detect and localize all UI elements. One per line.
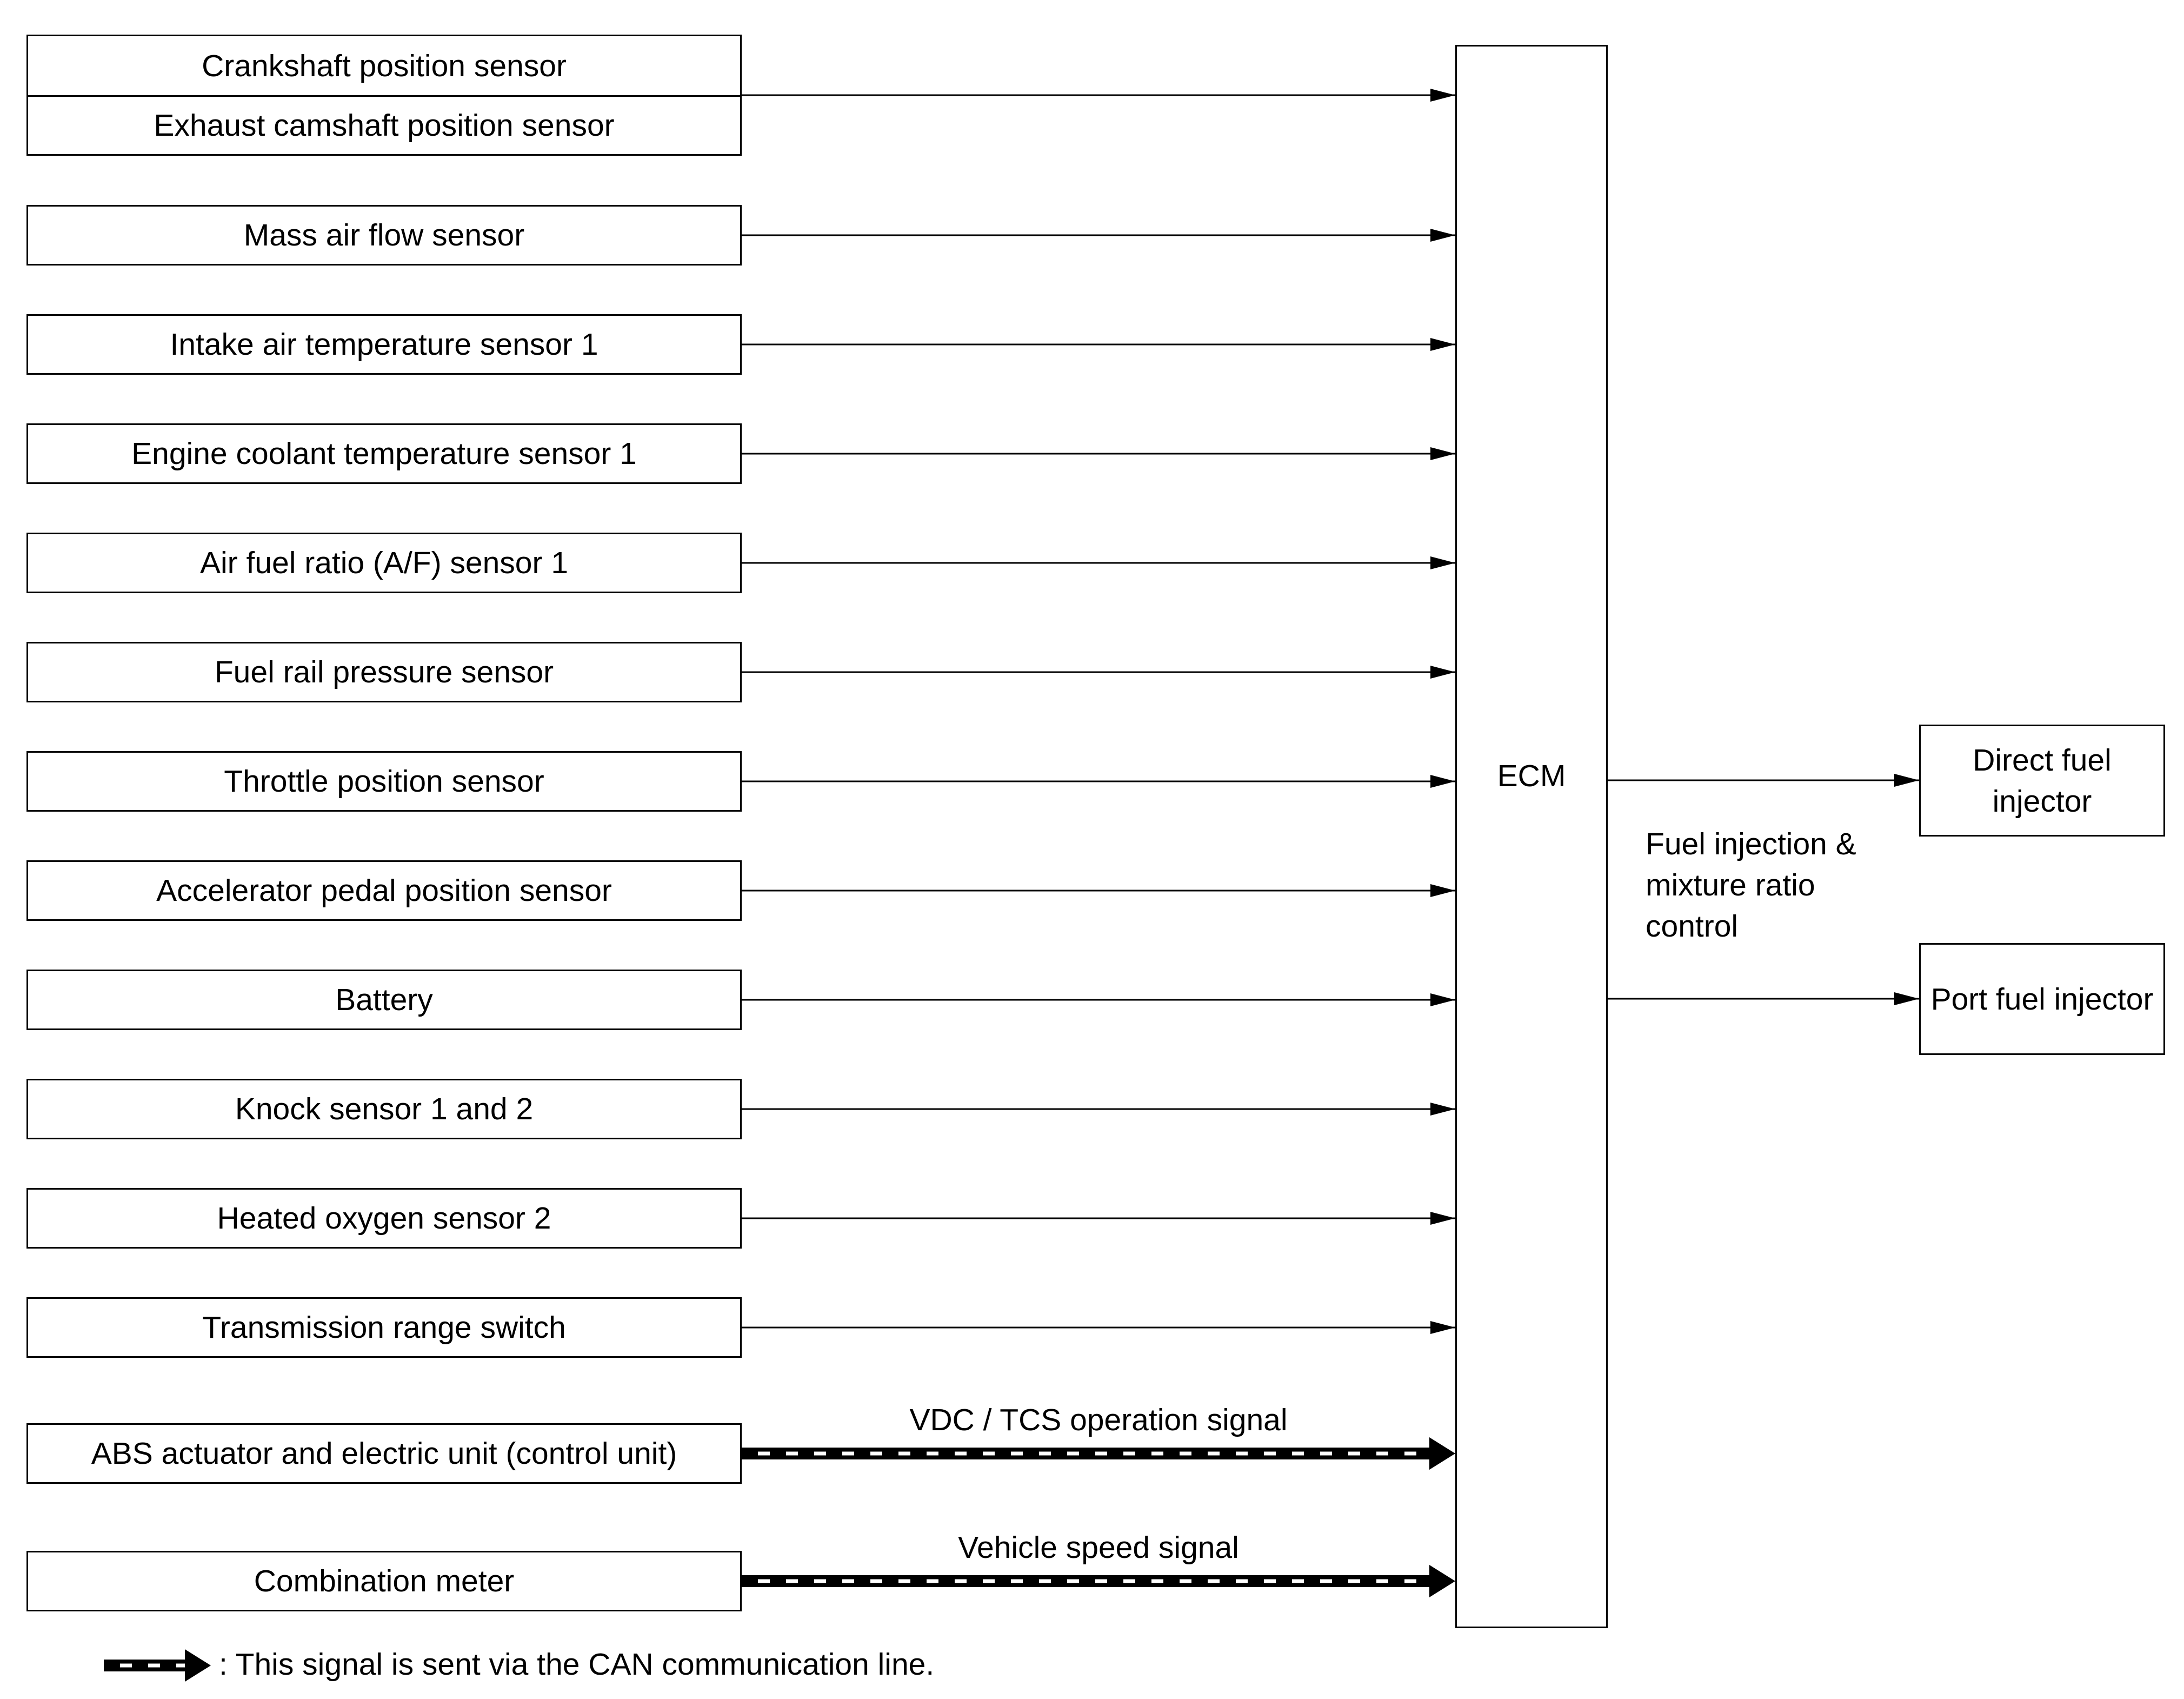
vdc-tcs-can-arrow [742,1437,1455,1470]
intake-air-temperature-sensor-box: Intake air temperature sensor 1 [26,314,742,375]
vehicle-speed-can-arrow [742,1565,1455,1597]
control-function-label: Fuel injection & mixture ratio control [1646,827,1856,944]
abs-actuator-box: ABS actuator and electric unit (control … [26,1423,742,1484]
direct-fuel-injector-box: Direct fuel injector [1919,725,2165,837]
mass-air-flow-sensor-box: Mass air flow sensor [26,205,742,266]
accelerator-pedal-position-sensor-box: Accelerator pedal position sensor [26,860,742,921]
legend-text: : This signal is sent via the CAN commun… [219,1647,935,1682]
vdc-tcs-signal-label: VDC / TCS operation signal [909,1403,1288,1437]
ecm-label: ECM [1497,759,1566,793]
legend-can-symbol [104,1649,211,1682]
transmission-range-switch-box: Transmission range switch [26,1297,742,1358]
ecm-box [1455,45,1608,1628]
vehicle-speed-signal-label: Vehicle speed signal [958,1530,1239,1565]
heated-oxygen-sensor-box: Heated oxygen sensor 2 [26,1188,742,1249]
combination-meter-box: Combination meter [26,1551,742,1611]
air-fuel-ratio-sensor-box: Air fuel ratio (A/F) sensor 1 [26,533,742,593]
port-fuel-injector-box: Port fuel injector [1919,943,2165,1055]
engine-coolant-temperature-sensor-box: Engine coolant temperature sensor 1 [26,423,742,484]
throttle-position-sensor-box: Throttle position sensor [26,751,742,812]
crankshaft-position-sensor-box: Crankshaft position sensor [26,35,742,95]
battery-box: Battery [26,970,742,1030]
exhaust-camshaft-position-sensor-box: Exhaust camshaft position sensor [26,95,742,156]
fuel-rail-pressure-sensor-box: Fuel rail pressure sensor [26,642,742,702]
knock-sensor-box: Knock sensor 1 and 2 [26,1079,742,1139]
